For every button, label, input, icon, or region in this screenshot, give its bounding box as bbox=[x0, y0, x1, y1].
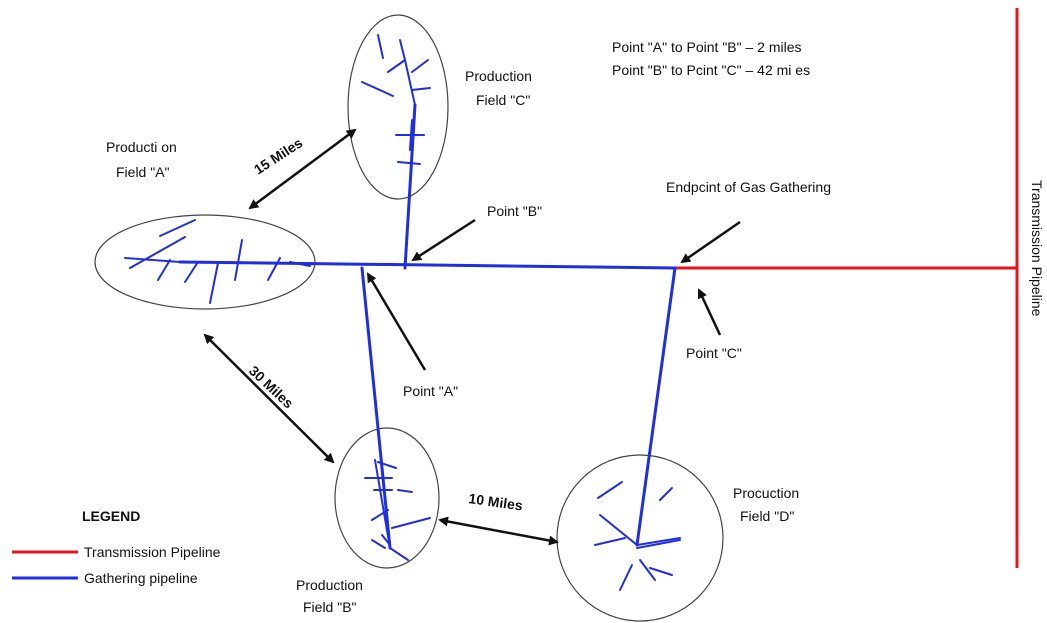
field-b-label-line2: Field "B" bbox=[303, 599, 357, 615]
legend-gathering-label: Gathering pipeline bbox=[84, 570, 198, 586]
legend: LEGEND Transmission Pipeline Gathering p… bbox=[12, 508, 221, 586]
arrow-point-c bbox=[697, 288, 722, 336]
arrow-30-miles bbox=[203, 333, 335, 464]
distance-30-miles: 30 Miles bbox=[246, 362, 297, 411]
arrow-15-miles bbox=[248, 128, 357, 210]
arrow-endpoint bbox=[680, 220, 741, 264]
endpoint-label: Endpcint of Gas Gathering bbox=[666, 179, 831, 195]
arrow-10-miles bbox=[438, 516, 559, 546]
field-d-label-line1: Procuction bbox=[733, 485, 799, 501]
legend-transmission-label: Transmission Pipeline bbox=[84, 544, 221, 560]
field-c-label-line2: Field "C" bbox=[476, 92, 530, 108]
field-a-ellipse bbox=[94, 214, 316, 310]
field-b-label-line1: Production bbox=[296, 577, 363, 593]
transmission-pipeline bbox=[675, 8, 1019, 568]
note-line-2: Point "B" to Pcint "C" – 42 mi es bbox=[612, 62, 810, 78]
gathering-pipeline bbox=[178, 103, 677, 550]
field-b-ellipse bbox=[334, 427, 440, 569]
arrow-point-b bbox=[411, 218, 476, 262]
annotation-arrows bbox=[203, 128, 741, 546]
field-d-label-line2: Field "D" bbox=[740, 508, 794, 524]
transmission-pipeline-label: Transmission Pipeline bbox=[1029, 180, 1045, 317]
field-a-label-line1: Producti on bbox=[106, 139, 177, 155]
field-a-label-line2: Field "A" bbox=[116, 164, 170, 180]
point-b-label: Point "B" bbox=[487, 203, 542, 219]
point-c-label: Point "C" bbox=[686, 345, 742, 361]
distance-15-miles: 15 Miles bbox=[251, 134, 306, 177]
point-a-label: Point "A" bbox=[403, 383, 458, 399]
field-c-label-line1: Production bbox=[465, 68, 532, 84]
field-d-ellipse bbox=[556, 454, 724, 622]
legend-title: LEGEND bbox=[82, 508, 140, 524]
gathering-branches bbox=[124, 34, 681, 591]
note-line-1: Point "A" to Point "B" – 2 miles bbox=[612, 39, 802, 55]
field-c-ellipse bbox=[347, 14, 449, 200]
distance-10-miles: 10 Miles bbox=[468, 490, 524, 513]
arrow-point-a bbox=[366, 272, 427, 371]
